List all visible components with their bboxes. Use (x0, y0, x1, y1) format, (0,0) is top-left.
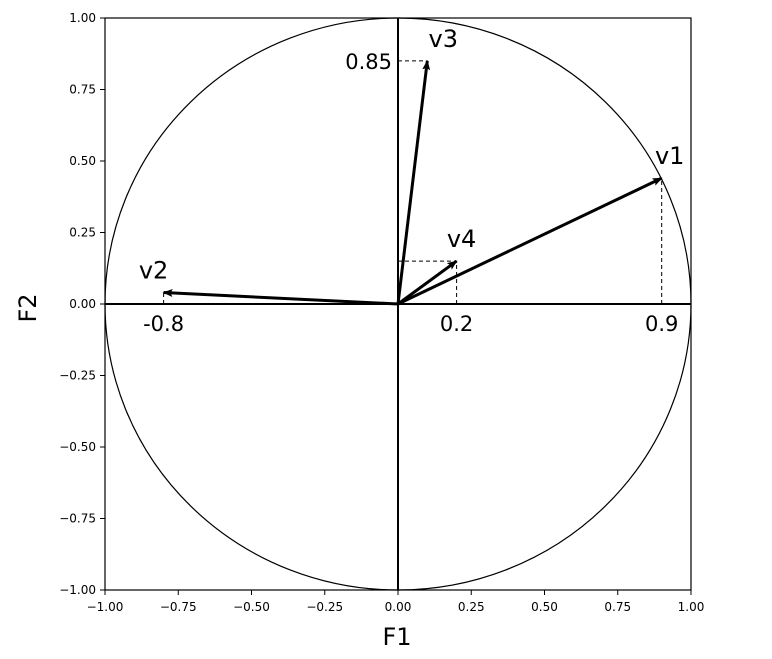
x-tick-label: 0.75 (604, 600, 631, 614)
vector-label-v2: v2 (139, 257, 168, 285)
y-tick-label: −0.75 (59, 512, 96, 526)
x-tick-label: −0.50 (233, 600, 270, 614)
value-annotation: 0.9 (645, 312, 678, 336)
y-tick-label: −0.50 (59, 440, 96, 454)
x-tick-label: −0.25 (306, 600, 343, 614)
value-annotation: 0.85 (345, 50, 392, 74)
x-tick-label: −0.75 (160, 600, 197, 614)
plot-area: v1 v2 v3 v4 0.9 -0.8 0.2 0.85 −1.00 −0.75 −0.50 −0.… (59, 11, 704, 614)
y-tick-label: −0.25 (59, 369, 96, 383)
y-tick-label: 0.25 (69, 226, 96, 240)
vector-arrow-v3 (396, 59, 431, 305)
value-annotation: 0.2 (440, 312, 473, 336)
vector-arrow-v1 (397, 176, 663, 306)
y-axis-label: F2 (14, 293, 42, 322)
y-tick-label: 1.00 (69, 11, 96, 25)
vector-arrow-v2 (162, 289, 399, 306)
x-tick-label: 0.00 (385, 600, 412, 614)
y-tick-label: 0.50 (69, 154, 96, 168)
x-tick-label: 0.50 (531, 600, 558, 614)
y-tick-label: −1.00 (59, 583, 96, 597)
y-tick-label: 0.00 (69, 297, 96, 311)
value-annotation: -0.8 (143, 312, 184, 336)
x-tick-label: 1.00 (678, 600, 705, 614)
vector-arrow-v4 (397, 259, 458, 306)
vector-label-v1: v1 (655, 142, 684, 170)
x-tick-label: 0.25 (458, 600, 485, 614)
x-tick-label: −1.00 (87, 600, 124, 614)
vector-label-v4: v4 (447, 225, 476, 253)
y-tick-label: 0.75 (69, 83, 96, 97)
x-axis-label: F1 (382, 623, 411, 651)
vector-label-v3: v3 (429, 25, 458, 53)
